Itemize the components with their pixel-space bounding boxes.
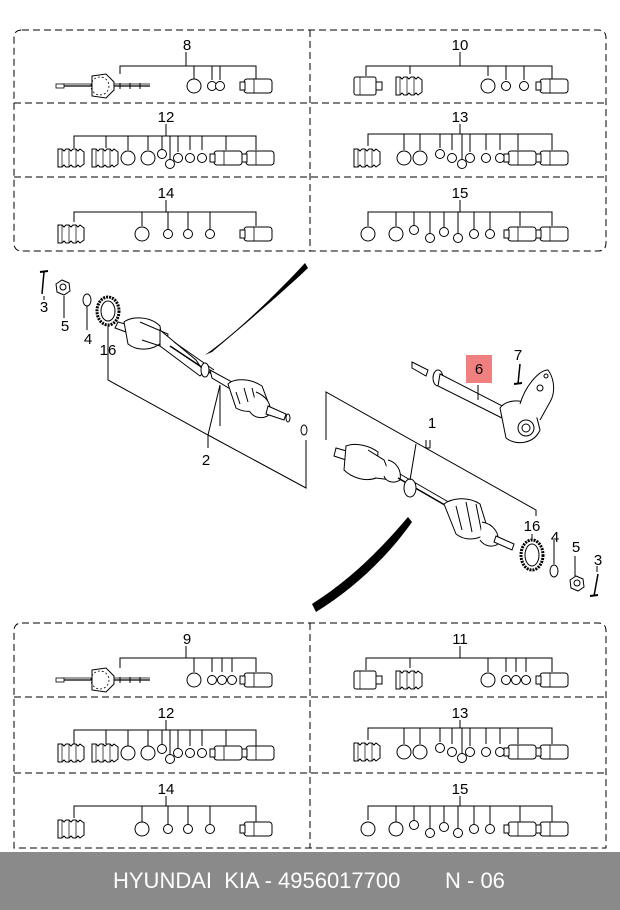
kit-8 <box>55 52 273 99</box>
callout-9: 9 <box>183 631 191 648</box>
lower-swoosh <box>312 517 412 612</box>
callout-assembly-2: 2 <box>202 452 210 469</box>
callout-assembly-1: 1 <box>428 415 436 432</box>
right-tone-ring <box>519 538 545 572</box>
callout-13-bottom: 13 <box>452 705 469 722</box>
callout-12-bottom: 12 <box>158 705 175 722</box>
callout-12-top: 12 <box>158 109 175 126</box>
footer-bar: HYUNDAI KIA - 4956017700 N - 06 <box>0 852 620 910</box>
callout-bracket-bolt-7: 7 <box>514 347 522 364</box>
footer-page-ref: N - 06 <box>445 868 505 893</box>
left-drive-shaft <box>114 317 308 436</box>
bottom-kit-panel <box>13 622 607 849</box>
left-bracket-2 <box>107 326 307 489</box>
left-nut <box>55 279 71 296</box>
kit-13-bottom <box>353 720 569 763</box>
callout-right-nut-5: 5 <box>572 539 580 556</box>
callout-right-washer-4: 4 <box>551 529 559 546</box>
callout-8: 8 <box>183 37 191 54</box>
callout-15-bottom: 15 <box>452 781 469 798</box>
kit-13-top <box>353 124 569 169</box>
left-tone-ring <box>95 295 121 327</box>
right-bolt <box>589 573 599 597</box>
kit-14-bottom <box>57 796 273 839</box>
footer-brand: HYUNDAI KIA - <box>113 868 272 893</box>
middle-assembly <box>39 263 599 612</box>
callout-14-top: 14 <box>158 185 175 202</box>
callout-right-bolt-3: 3 <box>594 552 602 569</box>
right-nut <box>569 575 585 592</box>
callout-13-top: 13 <box>452 109 469 126</box>
kit-9 <box>55 646 273 693</box>
right-drive-shaft <box>333 443 515 551</box>
callout-14-bottom: 14 <box>158 781 175 798</box>
kit-15-bottom <box>360 796 569 838</box>
kit-12-top <box>57 124 275 169</box>
kit-15-top <box>360 200 569 243</box>
kit-11 <box>353 646 569 690</box>
top-kit-panel <box>13 29 607 252</box>
left-washer <box>82 293 92 307</box>
left-bolt <box>39 270 49 295</box>
callout-10: 10 <box>452 37 469 54</box>
kit-14-top <box>57 200 273 244</box>
footer-part-number: 4956017700 <box>278 868 401 893</box>
kit-12-bottom <box>57 720 275 764</box>
right-bracket-1 <box>325 391 537 516</box>
callout-left-nut-5: 5 <box>61 318 69 335</box>
upper-swoosh <box>205 263 308 355</box>
right-washer <box>549 564 559 578</box>
callout-part-6: 6 <box>475 361 483 378</box>
callout-11: 11 <box>452 631 468 648</box>
callout-left-tone-ring-16: 16 <box>100 342 117 359</box>
kit-10 <box>353 52 569 96</box>
callout-right-tone-ring-16: 16 <box>524 518 541 535</box>
callout-left-bolt-3: 3 <box>40 299 48 316</box>
callout-left-washer-4: 4 <box>84 331 92 348</box>
intermediate-shaft-bracket <box>411 361 555 444</box>
part-6-highlight <box>466 355 492 383</box>
exploded-parts-diagram: 8 10 12 13 14 15 <box>13 29 607 849</box>
callout-15-top: 15 <box>452 185 469 202</box>
